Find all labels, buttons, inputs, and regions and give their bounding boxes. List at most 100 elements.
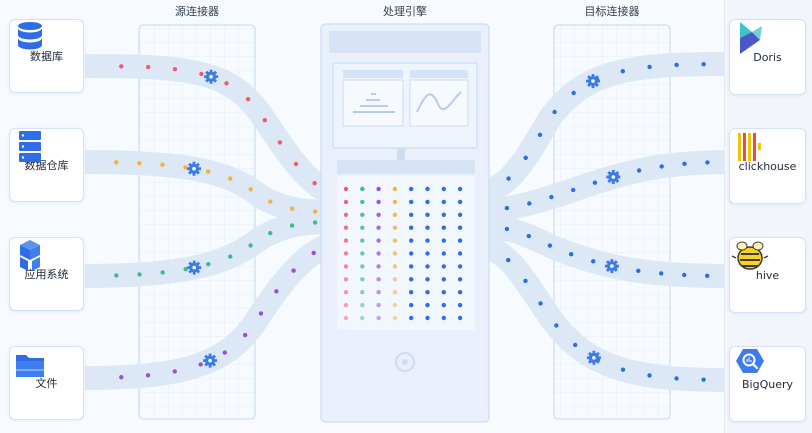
monitor-window-bar-right [410,70,468,78]
engine-grid-dot [425,290,430,295]
hive-bee-icon [731,241,769,270]
engine-grid-dot [441,264,446,269]
source-flow-dot [245,97,251,102]
engine-grid-dot [343,186,349,192]
engine-grid-dot [457,251,463,256]
source-flow-dot [274,289,279,294]
bigquery-logo-icon [736,349,764,373]
target-flow-dot [554,323,559,328]
engine-grid-dot [409,238,414,243]
engine-grid-dot [409,264,414,269]
source-card-database[interactable]: 数据库 [9,19,84,93]
engine-divider [337,160,475,174]
engine-grid-dot [343,225,349,230]
source-flow-dot [198,362,203,367]
engine-grid-dot [409,199,414,205]
target-card-doris[interactable]: Doris [729,19,806,95]
target-flow-dot [506,257,511,263]
target-flow-dot [682,161,687,166]
source-flow-dot [293,161,299,167]
engine-grid-dot [441,186,446,192]
source-flow-dot [119,64,124,69]
source-flow-dot [312,181,317,186]
engine-grid-dot [441,315,446,321]
gear-icon [187,260,202,275]
engine-grid-dot [376,277,381,282]
engine-grid-area [337,176,475,330]
engine-grid-dot [376,225,381,230]
doris-logo-icon [740,22,762,54]
source-connector-panel [138,24,256,420]
engine-grid-dot [392,290,398,295]
engine-grid-dot [360,212,365,217]
engine-grid-dot [425,264,430,269]
source-flow-dot [183,165,188,170]
gear-icon [586,74,600,89]
source-card-datawarehouse[interactable]: 数据仓库 [9,128,84,202]
source-flow-dot [228,254,233,259]
source-flow-dot [160,162,165,167]
target-flow-dot [647,373,652,378]
target-flow-dot [705,273,710,278]
source-flow-dot [291,268,296,273]
engine-grid-dot [376,264,381,269]
source-flow-dot [248,187,253,192]
monitor-bar-chart [342,79,404,127]
source-flow-dot [145,373,151,378]
engine-grid-dot [343,199,349,205]
target-connector-panel [553,24,671,420]
target-flow-dot [571,187,576,193]
target-flow-dot [620,367,626,372]
target-card-hive[interactable]: hive [729,237,806,313]
source-flow-dot [312,220,318,225]
target-flow-dot [701,377,706,382]
target-flow-dot [549,194,554,200]
engine-grid-dot [376,212,381,217]
engine-grid-dot [360,277,365,282]
source-flow-dot [277,140,283,145]
engine-grid-dot [360,290,365,295]
source-dots [114,64,318,380]
engine-grid-dot [457,225,463,230]
source-flow-dot [160,270,165,275]
engine-grid-dot [392,302,398,308]
source-flow-dot [268,230,273,236]
source-flow-dot [262,118,267,123]
target-flow-dot [659,271,664,276]
target-label-clickhouse: clickhouse [738,159,797,173]
source-label-file: 文件 [35,377,58,390]
engine-grid-dot [425,212,430,217]
engine-grid-dot [457,315,463,321]
target-flow-dot [506,176,511,181]
target-card-bigquery[interactable]: BigQuery [729,346,806,422]
engine-grid-dot [441,302,446,308]
target-flow-dot [527,201,532,206]
engine-header-bar [329,31,481,53]
engine-grid-dot [457,186,463,192]
source-flow-dot [172,369,177,374]
source-flow-dot [222,350,227,355]
source-flow-dot [258,311,264,316]
engine-grid-dot [392,212,398,217]
source-flow-dot [243,332,248,338]
monitor-stand [397,148,405,160]
engine-grid-dot [441,238,446,243]
source-card-file[interactable]: 文件 [9,346,84,420]
engine-grid-dot [457,290,463,295]
engine-grid-dot [457,264,463,269]
source-flow-dot [311,250,316,256]
engine-grid-dot [343,290,349,295]
engine-grid-dot [425,251,430,256]
engine-grid-dot [376,290,381,295]
target-card-clickhouse[interactable]: clickhouse [729,128,806,204]
engine-grid-dot [392,186,398,192]
engine-grid-dot [457,199,463,205]
source-card-application[interactable]: 应用系统 [9,237,84,311]
source-connector-title: 源连接器 [175,5,219,18]
gear-icon [187,161,201,176]
engine-grid-dot [376,199,381,205]
target-flow-dot [591,259,596,264]
target-flow-dot [647,64,652,70]
engine-grid-dot [343,302,349,308]
